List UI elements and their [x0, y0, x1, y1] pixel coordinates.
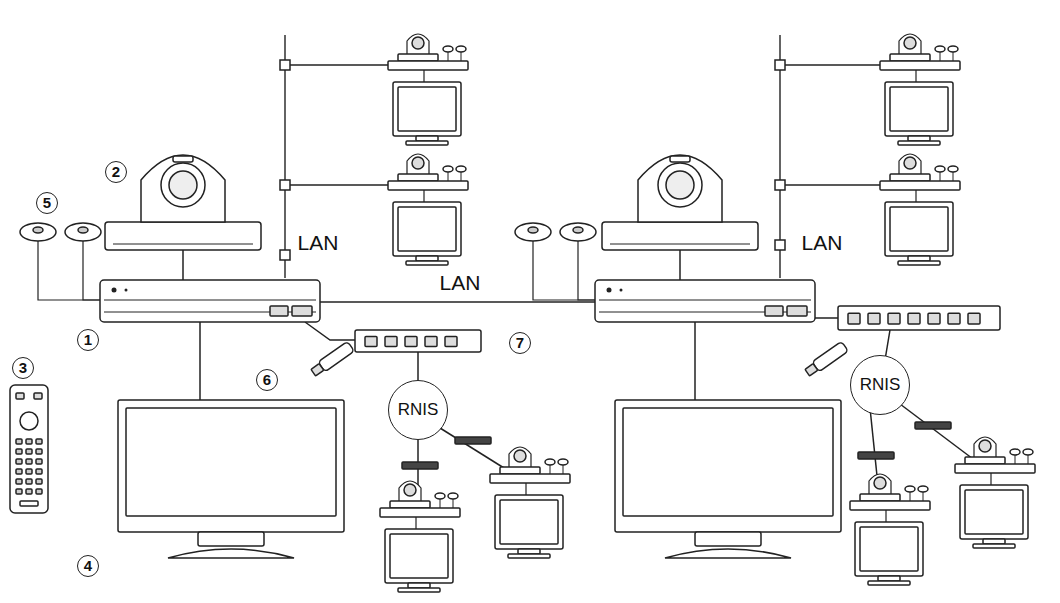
node-text: RNIS [860, 375, 901, 395]
network-label: LAN [800, 231, 845, 255]
microphone [65, 223, 101, 300]
usb-stick [804, 341, 849, 377]
remote-control [10, 385, 48, 513]
microphone [20, 223, 100, 300]
network-label: LAN [296, 231, 341, 255]
network-switch [858, 452, 894, 459]
network-switch [355, 330, 481, 352]
endpoint [880, 154, 960, 265]
callout-number: 3 [12, 357, 34, 379]
network-switch [915, 422, 951, 429]
lan-connector [775, 180, 785, 190]
network-switch [838, 306, 1000, 330]
network-cloud: RNIS [850, 355, 910, 415]
codec-unit [595, 280, 815, 322]
lan-connector [775, 240, 785, 250]
callout-number: 5 [36, 192, 58, 214]
callout-number: 1 [77, 329, 99, 351]
endpoint [380, 481, 460, 592]
lan-connector [280, 250, 290, 260]
network-switch [402, 462, 438, 469]
lan-connector [280, 60, 290, 70]
network-switch [455, 437, 491, 444]
network-cloud: RNIS [388, 380, 448, 440]
callout-number: 6 [256, 369, 278, 391]
endpoint [955, 437, 1035, 548]
microphone [560, 223, 596, 300]
network-label: LAN [438, 271, 483, 295]
microphone [515, 223, 595, 300]
lan-connector [280, 180, 290, 190]
endpoint [490, 447, 570, 558]
endpoint [850, 474, 930, 585]
endpoint [388, 154, 468, 265]
lan-connector [775, 60, 785, 70]
usb-stick [310, 341, 355, 377]
television [615, 400, 841, 558]
callout-number: 4 [77, 555, 99, 577]
node-text: RNIS [398, 400, 439, 420]
camera [602, 155, 758, 280]
codec-unit [100, 280, 320, 322]
endpoint [880, 34, 960, 145]
callout-number: 7 [509, 332, 531, 354]
callout-number: 2 [105, 161, 127, 183]
endpoint [388, 34, 468, 145]
television [118, 400, 344, 558]
camera [105, 155, 261, 280]
